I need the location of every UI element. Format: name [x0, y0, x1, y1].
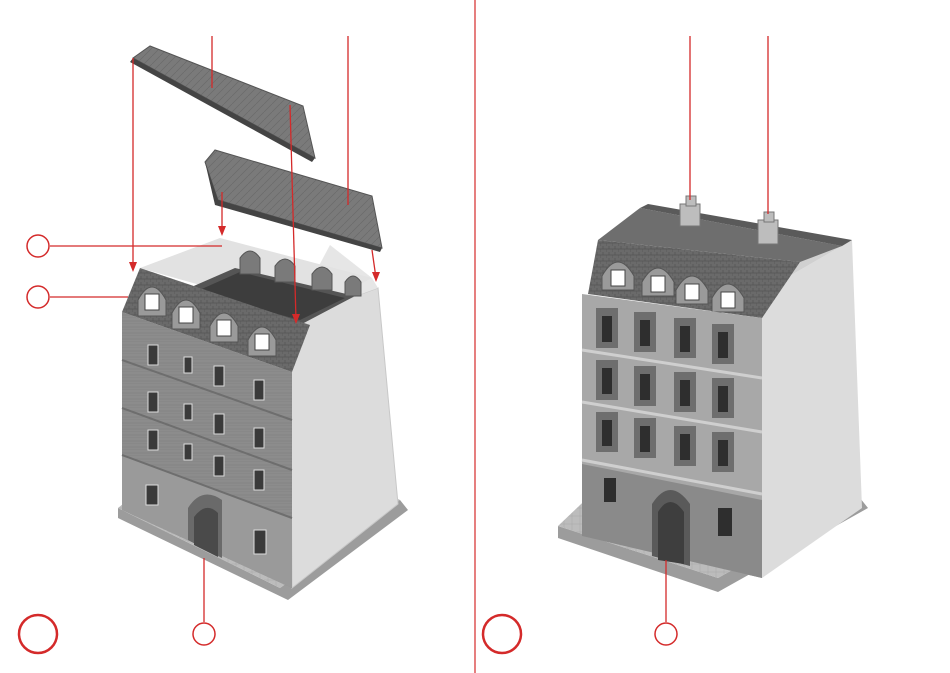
callout-circle [27, 286, 49, 308]
callout-circle-right [655, 623, 677, 645]
step-circle-right [483, 615, 521, 653]
left-panel [19, 36, 408, 653]
callout-circle [193, 623, 215, 645]
callout-circle [27, 235, 49, 257]
step-circle [19, 615, 57, 653]
right-panel [483, 36, 868, 653]
roof-panel-upper [130, 46, 315, 162]
